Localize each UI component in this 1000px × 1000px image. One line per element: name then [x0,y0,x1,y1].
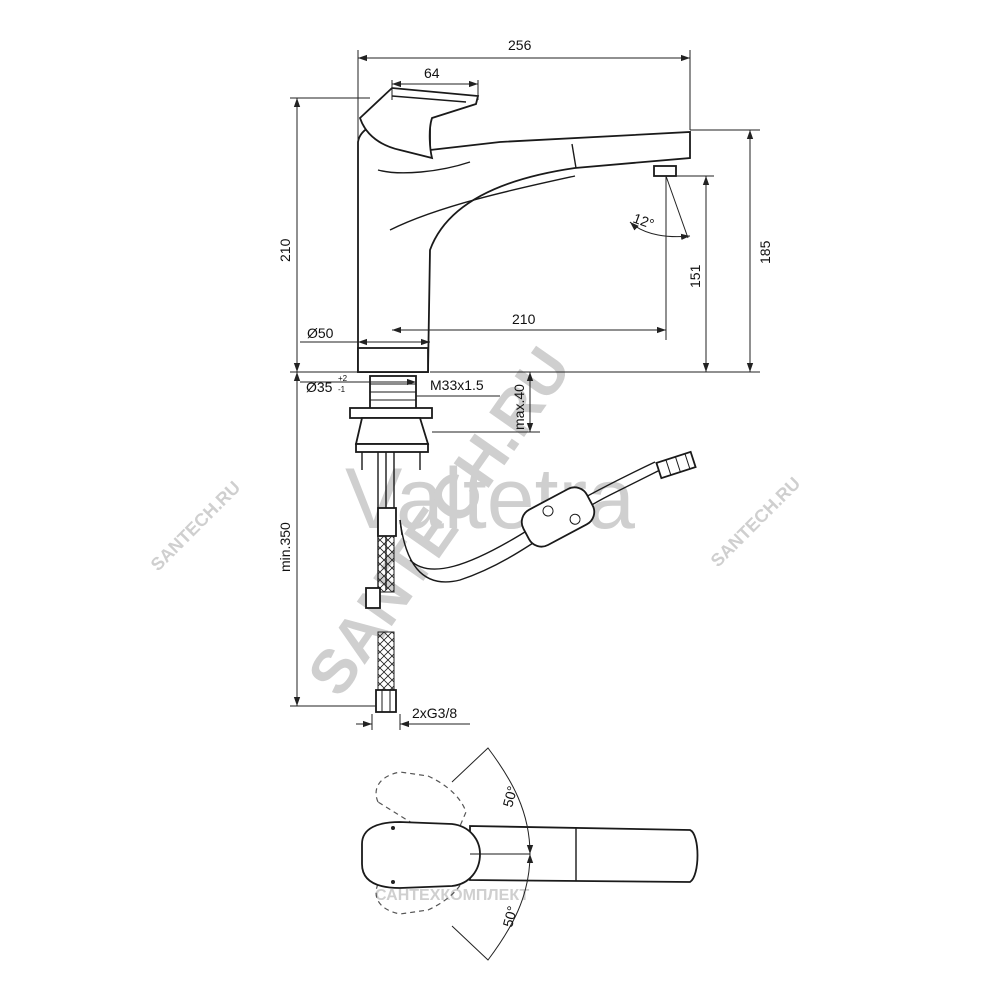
handle-top [361,821,481,889]
angle-down-label: 50° [499,904,520,929]
mounting-clamp [354,417,430,445]
dim-spout-reach: 210 [512,311,536,327]
dim-spout-height: 185 [757,240,773,264]
dim-width-total: 256 [508,37,532,53]
faucet-body [357,117,691,373]
aerator [653,165,677,177]
hose-end-connector [655,450,697,480]
spout-top [469,825,699,883]
faucet-top-view: 50° 50° [361,747,699,961]
dim-handle-width: 64 [424,65,440,81]
dim-max-thickness: max.40 [511,384,527,430]
dim-hole-tol-minus: -1 [338,385,346,394]
handle-rotated-down [375,857,467,915]
handle-rotated-up [375,771,467,829]
watermark-corner-left: SANTECH.RU [147,477,245,575]
braided-hose-lower [377,631,395,691]
watermark-layer: Valtetra SANTECH.RU САНТЕХКОМПЛЕКТ SANTE… [147,336,805,904]
dim-hole-tol-plus: +2 [338,374,348,383]
dim-base-diameter: Ø50 [307,325,334,341]
stud-bolts [361,452,421,470]
faucet-side-view [357,87,691,373]
hose-fitting-left [365,587,381,609]
arc-down [451,853,534,961]
base-ring [357,347,429,373]
hose-connector [377,507,397,537]
dim-thread: M33x1.5 [430,377,484,393]
watermark-company: САНТЕХКОМПЛЕКТ [375,887,529,904]
dim-height-total: 210 [277,238,293,262]
handle-top-dot-2 [391,880,395,884]
spout-underside [389,175,576,231]
handle-edge [391,95,467,103]
mounting-washer [349,407,433,419]
spout-seam [571,143,577,169]
handle-lever [358,87,480,160]
pull-out-hose-inner [399,461,656,570]
dim-spray-angle: 12° [631,210,656,232]
body-sweep [377,161,471,174]
dim-min-hose: min.350 [277,522,293,572]
dim-connection: 2xG3/8 [412,705,457,721]
watermark-corner-right: SANTECH.RU [707,473,805,571]
connection-nut [375,689,397,713]
handle-top-dot [391,826,395,830]
dim-hole-diameter: Ø35 [306,379,333,395]
hose-weight [520,486,596,548]
braided-hose-upper [377,535,395,593]
connection-nut-hex [381,690,391,712]
dim-outlet-height: 151 [687,264,703,288]
dimension-lines: 256 64 210 185 151 210 12° Ø50 Ø35 +2 [277,37,773,730]
mounting-nut [355,443,429,453]
angle-up-label: 50° [499,784,520,809]
threaded-shank [369,375,417,411]
arc-up [451,747,534,855]
